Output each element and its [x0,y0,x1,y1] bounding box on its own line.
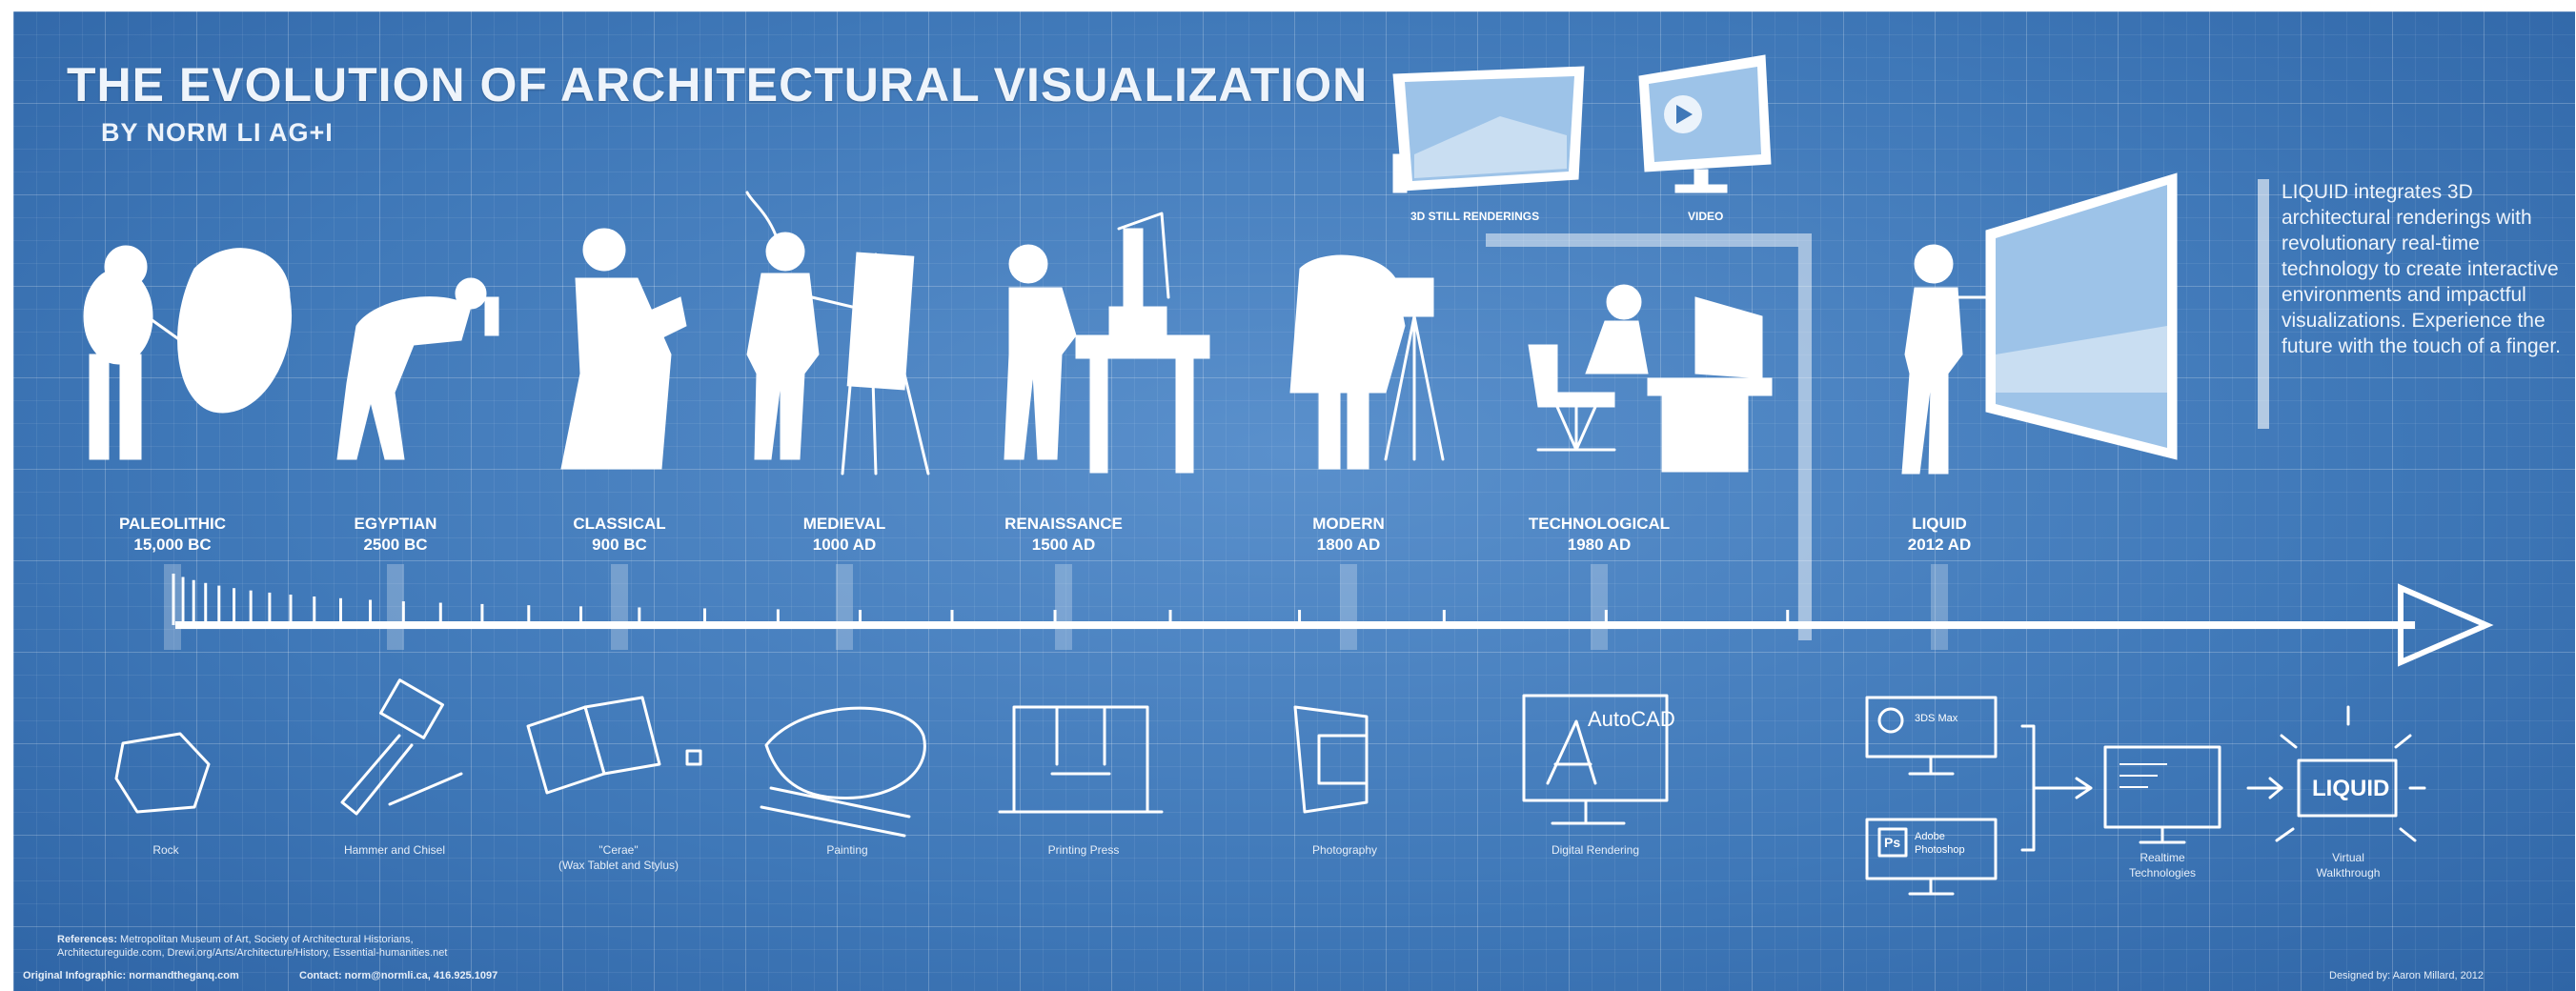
tool-label-wax-tablet: "Cerae"(Wax Tablet and Stylus) [558,843,679,872]
technological-figure-icon [1528,284,1773,473]
poster-title: THE EVOLUTION OF ARCHITECTURAL VISUALIZA… [67,58,1369,111]
timeline-arrow [175,583,2494,667]
poster-subtitle: BY NORM LI AG+I [101,118,334,147]
max-label: 3DS Max [1915,713,1958,724]
photoshop-label-1: Adobe [1915,831,1945,842]
timeline-ticks [172,574,1790,625]
printing-press-icon [998,705,1164,814]
ps-icon: Ps [1884,835,1901,850]
flow-arrows [2020,724,2283,852]
realtime-monitor-icon [2103,745,2221,844]
references-line-2: Architectureguide.com, Drewi.org/Arts/Ar… [57,947,448,959]
autocad-label: AutoCAD [1588,707,1675,731]
tool-label-digital-rendering: Digital Rendering [1551,843,1640,857]
liquid-box-icon [2265,705,2426,842]
video-label: VIDEO [1688,210,1724,223]
tool-label-painting: Painting [826,843,868,857]
media-connector-line [1486,233,1812,640]
liquid-figure-icon [1901,244,2036,475]
photoshop-label-2: Photoshop [1915,844,1965,856]
tool-label-hammer-chisel: Hammer and Chisel [343,843,446,857]
liquid-description: LIQUID integrates 3D architectural rende… [2282,181,2562,357]
tool-label-printing-press: Printing Press [1047,843,1120,857]
illustration-layer [83,54,2494,896]
liquid-description-bar [2258,179,2269,429]
designer-credit: Designed by: Aaron Millard, 2012 [2329,970,2485,981]
medieval-figure-icon [745,191,930,475]
egyptian-figure-icon [336,277,499,460]
painting-palette-icon [760,706,926,838]
paleolithic-figure-icon [83,245,292,460]
wax-tablet-icon [526,696,702,795]
liquid-box-label: LIQUID [2312,776,2390,801]
infographic-poster: THE EVOLUTION OF ARCHITECTURAL VISUALIZA… [13,11,2575,991]
tool-label-rock: Rock [152,843,179,857]
original-infographic: Original Infographic: normandtheganq.com [23,970,239,981]
liquid-touch-display-icon [1985,172,2178,460]
renaissance-figure-icon [1004,212,1210,474]
renderings-label: 3D STILL RENDERINGS [1410,210,1540,223]
3ds-max-monitor-icon [1865,696,1998,776]
classical-figure-icon [560,228,687,470]
modern-figure-icon [1289,254,1445,470]
autocad-monitor-icon [1522,694,1669,825]
contact-info: Contact: norm@normli.ca, 416.925.1097 [299,970,498,981]
video-monitor-icon [1638,54,1772,193]
hammer-chisel-icon [340,678,463,816]
still-rendering-monitor-icon [1392,66,1585,193]
photoshop-monitor-icon [1865,818,1998,896]
rock-icon [114,732,211,814]
references: References: Metropolitan Museum of Art, … [57,934,414,945]
era-markers [164,564,1948,650]
tool-label-photography: Photography [1311,843,1378,857]
photography-camera-icon [1293,705,1369,814]
